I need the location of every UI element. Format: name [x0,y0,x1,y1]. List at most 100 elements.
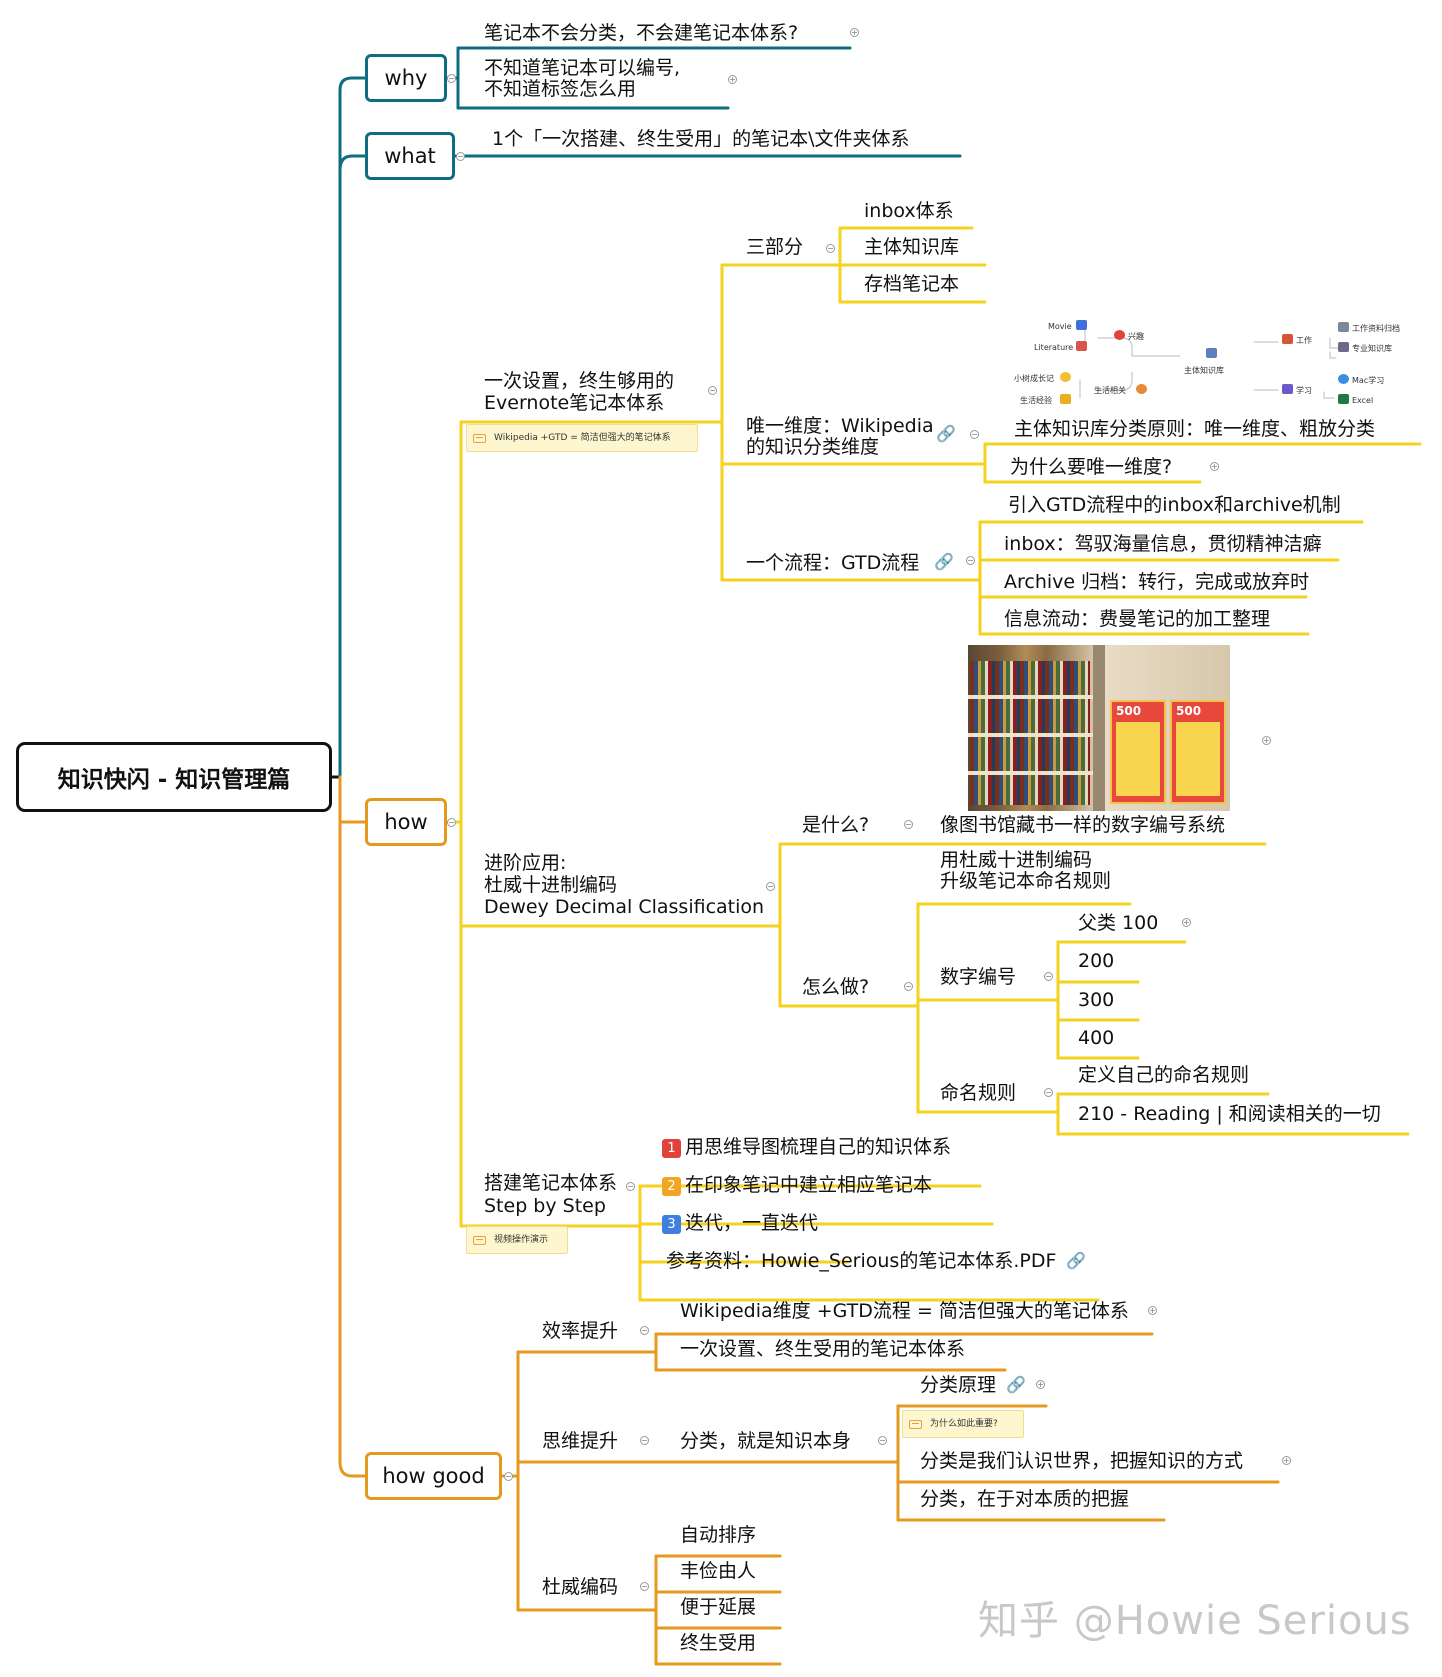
numbering-item-4: 400 [1078,1027,1115,1049]
note-icon [473,433,486,443]
dewey-good-item-4: 终生受用 [680,1632,757,1654]
dewey-good-item-1: 自动排序 [680,1524,757,1546]
thinking-label: 思维提升 [542,1430,619,1452]
expand-toggle[interactable]: + [1182,918,1191,927]
wiki-item-1: 主体知识库分类原则：唯一维度、粗放分类 [1014,418,1376,440]
mini-study: 学习 [1296,386,1312,395]
collapse-toggle[interactable]: − [826,244,835,253]
dewey-label: 进阶应用: 杜威十进制编码 Dewey Decimal Classificati… [484,852,765,918]
shelf [968,771,1093,775]
dewey-good-item-2: 丰俭由人 [680,1560,757,1582]
wiki-link-icon[interactable]: 🔗 [936,424,956,443]
expand-toggle[interactable]: + [1210,462,1219,471]
mini-interest: 兴趣 [1128,332,1144,341]
briefcase-icon [1282,334,1293,344]
what-item-1: 1个「一次搭建、终生受用」的笔记本\文件夹体系 [492,128,910,150]
three-parts-item-3: 存档笔记本 [864,273,960,295]
collapse-toggle[interactable]: − [904,820,913,829]
bookshelf-row [970,699,1090,733]
collapse-toggle[interactable]: − [904,982,913,991]
how-node[interactable]: how [365,798,447,846]
wiki-item-2: 为什么要唯一维度? [1010,456,1173,478]
numbering-item-2: 200 [1078,950,1115,972]
collapse-toggle[interactable]: − [708,386,717,395]
step-number-badge: 1 [662,1139,681,1158]
collapse-toggle[interactable]: − [766,882,775,891]
how-good-node[interactable]: how good [365,1452,502,1500]
collapse-toggle[interactable]: − [640,1436,649,1445]
collapse-toggle[interactable]: − [1044,1088,1053,1097]
why-item-1: 笔记本不会分类，不会建笔记本体系? [484,22,799,44]
mini-mac: Mac学习 [1352,376,1385,385]
mini-excel: Excel [1352,396,1374,405]
three-parts-item-2: 主体知识库 [864,236,960,258]
pdf-link-icon[interactable]: 🔗 [1066,1251,1086,1270]
evernote-note[interactable]: Wikipedia +GTD = 简洁但强大的笔记体系 [466,424,698,452]
shelf [968,733,1093,737]
expand-toggle[interactable]: + [1036,1380,1045,1389]
steps-note[interactable]: 视频操作演示 [466,1226,568,1254]
step-number-badge: 3 [662,1215,681,1234]
how-to-label: 怎么做? [802,976,870,998]
note-icon [473,1235,486,1245]
bookshelf-row [970,737,1090,771]
why-node[interactable]: why [365,54,447,102]
expand-toggle[interactable]: + [850,28,859,37]
family-icon [1136,384,1147,394]
expand-toggle[interactable]: + [1262,736,1271,745]
hierarchy-icon [1206,348,1217,358]
library-icon [1338,342,1349,352]
principle-link-icon[interactable]: 🔗 [1006,1375,1026,1394]
mini-literature: Literature [1034,343,1074,352]
thinking-item-1: 分类原理 [920,1374,997,1396]
books-icon [1076,341,1087,351]
collapse-toggle[interactable]: − [504,1472,513,1481]
excel-icon [1338,394,1349,404]
expand-toggle[interactable]: + [1148,1306,1157,1315]
what-is-answer: 像图书馆藏书一样的数字编号系统 [940,814,1226,836]
collapse-toggle[interactable]: − [1044,972,1053,981]
cabinet-icon [1338,322,1349,332]
collapse-toggle[interactable]: − [447,818,456,827]
expand-toggle[interactable]: + [1282,1456,1291,1465]
why-item-2: 不知道笔记本可以编号, 不知道标签怎么用 [484,57,681,100]
bookshelf-row [970,661,1090,695]
gtd-label: 一个流程：GTD流程 [746,552,920,574]
collapse-toggle[interactable]: − [456,152,465,161]
gtd-link-icon[interactable]: 🔗 [934,552,954,571]
collapse-toggle[interactable]: − [640,1582,649,1591]
root-node[interactable]: 知识快闪 - 知识管理篇 [16,742,332,812]
collapse-toggle[interactable]: − [970,430,979,439]
shelf-sign: 500 [1110,700,1166,804]
collapse-toggle[interactable]: − [966,556,975,565]
apple-icon [1338,374,1349,384]
efficiency-item-2: 一次设置、终生受用的笔记本体系 [680,1338,966,1360]
shelf [968,695,1093,699]
what-node[interactable]: what [365,132,455,180]
three-parts-item-1: inbox体系 [864,200,954,222]
shelf-end [1093,645,1105,811]
mini-experience: 生活经验 [1020,396,1052,405]
collapse-toggle[interactable]: − [640,1326,649,1335]
gtd-item-1: 引入GTD流程中的inbox和archive机制 [1008,494,1341,516]
what-is-label: 是什么? [802,814,870,836]
expand-toggle[interactable]: + [728,75,737,84]
wiki-label: 唯一维度：Wikipedia 的知识分类维度 [746,415,934,458]
numbering-label: 数字编号 [940,966,1017,988]
mini-life: 生活相关 [1094,386,1126,395]
film-icon [1076,320,1087,330]
collapse-toggle[interactable]: − [626,1182,635,1191]
dewey-good-item-3: 便于延展 [680,1596,757,1618]
evernote-label: 一次设置，终生够用的 Evernote笔记本体系 [484,370,675,414]
step-item-4: 参考资料：Howie_Serious的笔记本体系.PDF [666,1250,1057,1272]
baby-icon [1060,372,1071,382]
pinterest-icon [1114,330,1125,340]
thinking-note[interactable]: 为什么如此重要? [902,1410,1024,1438]
thinking-sub: 分类，就是知识本身 [680,1430,852,1452]
collapse-toggle[interactable]: − [447,74,456,83]
hat-icon [1060,394,1071,404]
collapse-toggle[interactable]: − [878,1436,887,1445]
